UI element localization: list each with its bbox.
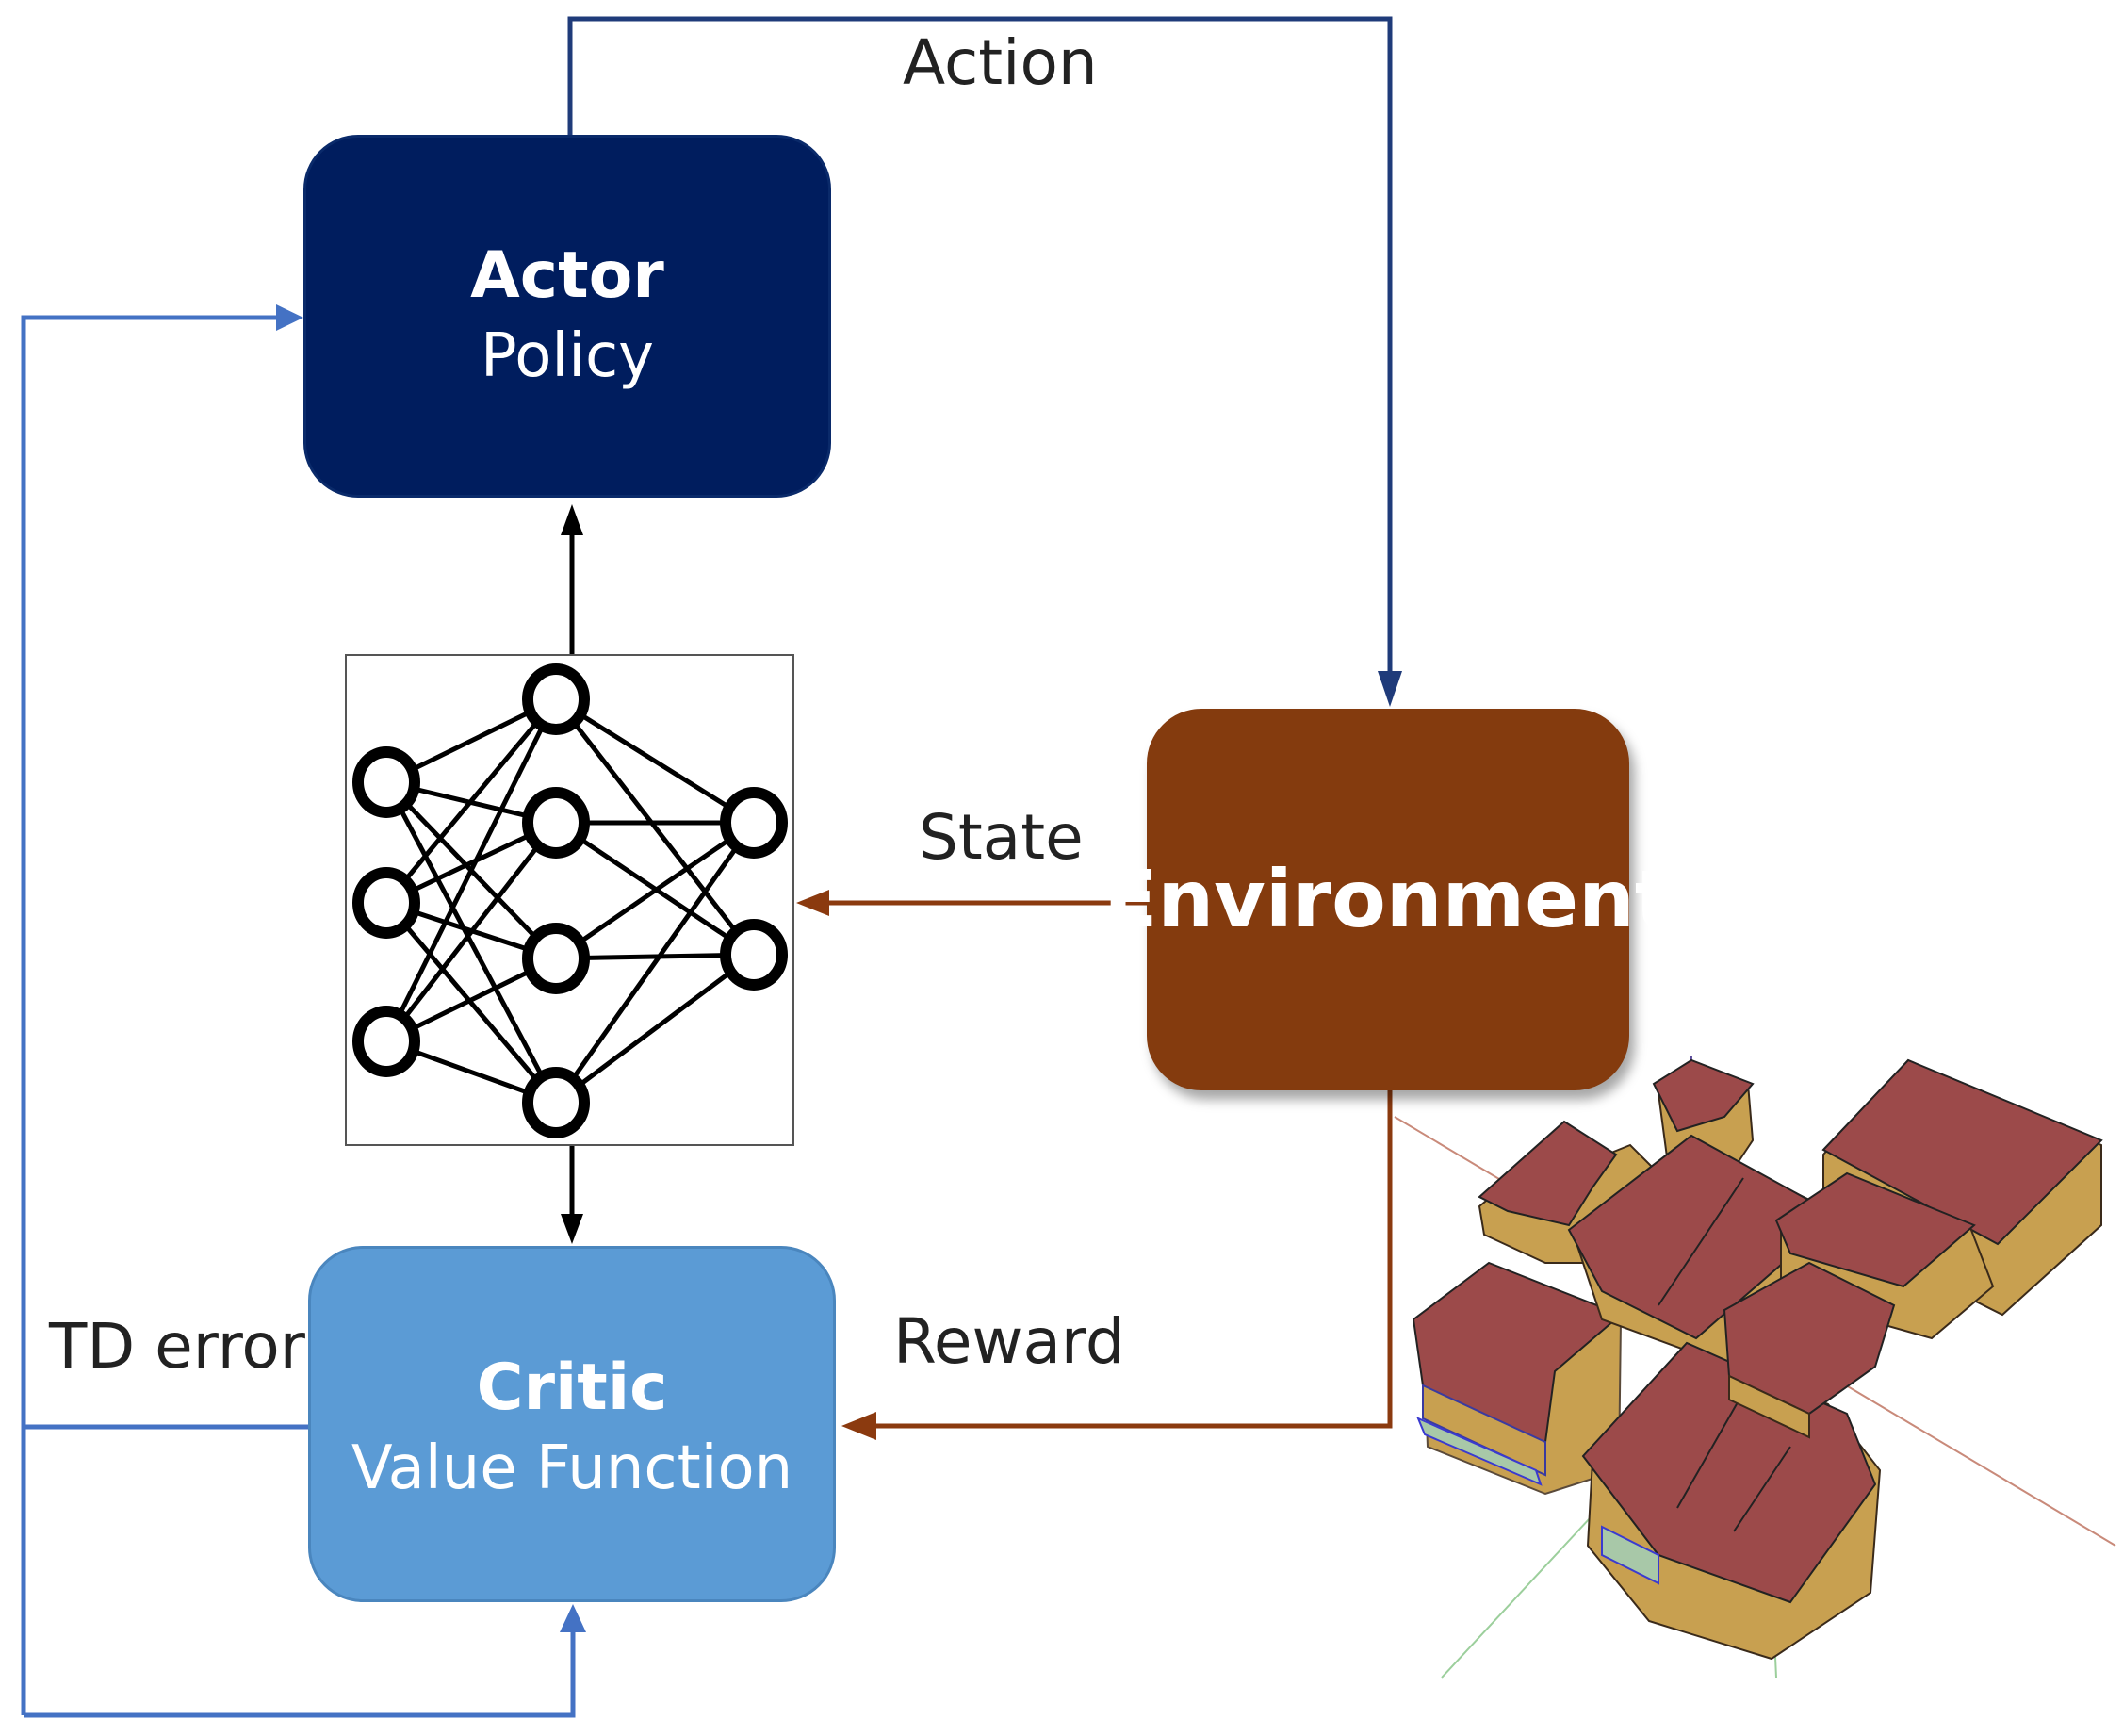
network-node: [522, 923, 590, 994]
reward-arrow: [841, 1090, 1393, 1440]
network-node: [352, 867, 420, 939]
network-connection: [554, 696, 756, 826]
neural-network-icon: [345, 654, 794, 1146]
network-to-actor-arrow: [561, 504, 583, 655]
network-connection: [553, 821, 757, 1105]
environment-box: Environment: [1103, 709, 1673, 1090]
building-model-illustration: [1394, 1055, 2116, 1679]
critic-subtitle: Value Function: [351, 1433, 793, 1504]
network-node: [522, 663, 590, 735]
network-node: [522, 1067, 590, 1138]
actor-subtitle: Policy: [480, 320, 655, 391]
network-connection: [384, 780, 559, 1105]
network-connection: [554, 952, 756, 1105]
network-to-critic-arrow: [561, 1145, 583, 1244]
network-node: [522, 787, 590, 859]
action-arrow: [567, 16, 1402, 707]
state-arrow: [796, 890, 1147, 916]
network-connection: [384, 821, 558, 1043]
td-error-arrow: [21, 304, 586, 1718]
network-node: [720, 787, 788, 859]
action-label: Action: [903, 26, 1098, 99]
critic-title: Critic: [476, 1351, 668, 1426]
actor-title: Actor: [470, 237, 664, 313]
network-connection: [384, 697, 559, 1043]
actor-policy-box: Actor Policy: [303, 135, 831, 498]
network-connection: [554, 820, 756, 961]
td-error-label: TD error: [49, 1310, 305, 1383]
network-node: [352, 746, 420, 818]
network-node: [352, 1006, 420, 1077]
network-connection: [384, 901, 558, 1105]
environment-title: Environment: [1102, 853, 1674, 945]
critic-value-function-box: Critic Value Function: [308, 1246, 836, 1602]
network-node: [720, 919, 788, 991]
reward-label: Reward: [893, 1305, 1125, 1378]
network-connection: [384, 697, 558, 905]
network-connection: [554, 697, 756, 957]
state-label: State: [919, 801, 1084, 874]
